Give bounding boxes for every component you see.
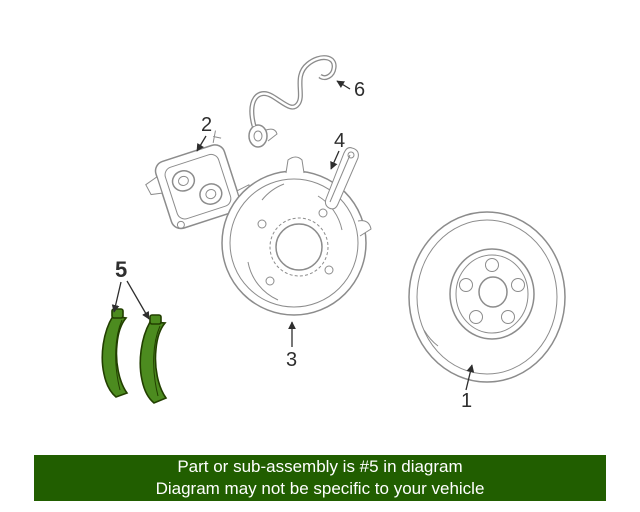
part-label-3: 3 bbox=[286, 349, 297, 371]
callout-6: 6 bbox=[336, 79, 365, 101]
brake-pad-right-tab bbox=[149, 314, 162, 325]
brake-pads-part bbox=[101, 308, 168, 404]
caliper-part bbox=[145, 130, 253, 230]
callout-1: 1 bbox=[461, 364, 475, 412]
banner-note-line2: Diagram may not be specific to your vehi… bbox=[155, 479, 485, 498]
part-label-5: 5 bbox=[115, 257, 127, 282]
hose-tube-outer bbox=[249, 55, 337, 127]
brake-pad-left-tab bbox=[111, 308, 124, 319]
hose-tube-inner bbox=[250, 56, 336, 127]
callout-4: 4 bbox=[330, 130, 345, 170]
brake-pad-left bbox=[101, 315, 129, 398]
hose-part bbox=[248, 55, 337, 148]
hub-center-bore bbox=[478, 276, 508, 308]
vehicle-note-banner: Part or sub-assembly is #5 in diagram Di… bbox=[34, 455, 606, 501]
rotor-outer-edge bbox=[408, 211, 566, 383]
rotor-part bbox=[408, 211, 566, 383]
part-label-4: 4 bbox=[334, 130, 345, 152]
part-label-1: 1 bbox=[461, 390, 472, 412]
callout-2: 2 bbox=[196, 114, 212, 152]
rotor-hub bbox=[449, 248, 535, 340]
lever-part bbox=[324, 147, 359, 210]
part-label-2: 2 bbox=[201, 114, 212, 136]
banner-note-line1: Part or sub-assembly is #5 in diagram bbox=[177, 457, 463, 476]
part-label-6: 6 bbox=[354, 79, 365, 101]
callout-5: 5 bbox=[111, 257, 150, 320]
callout-3: 3 bbox=[286, 321, 297, 371]
brake-pad-right bbox=[139, 321, 168, 404]
